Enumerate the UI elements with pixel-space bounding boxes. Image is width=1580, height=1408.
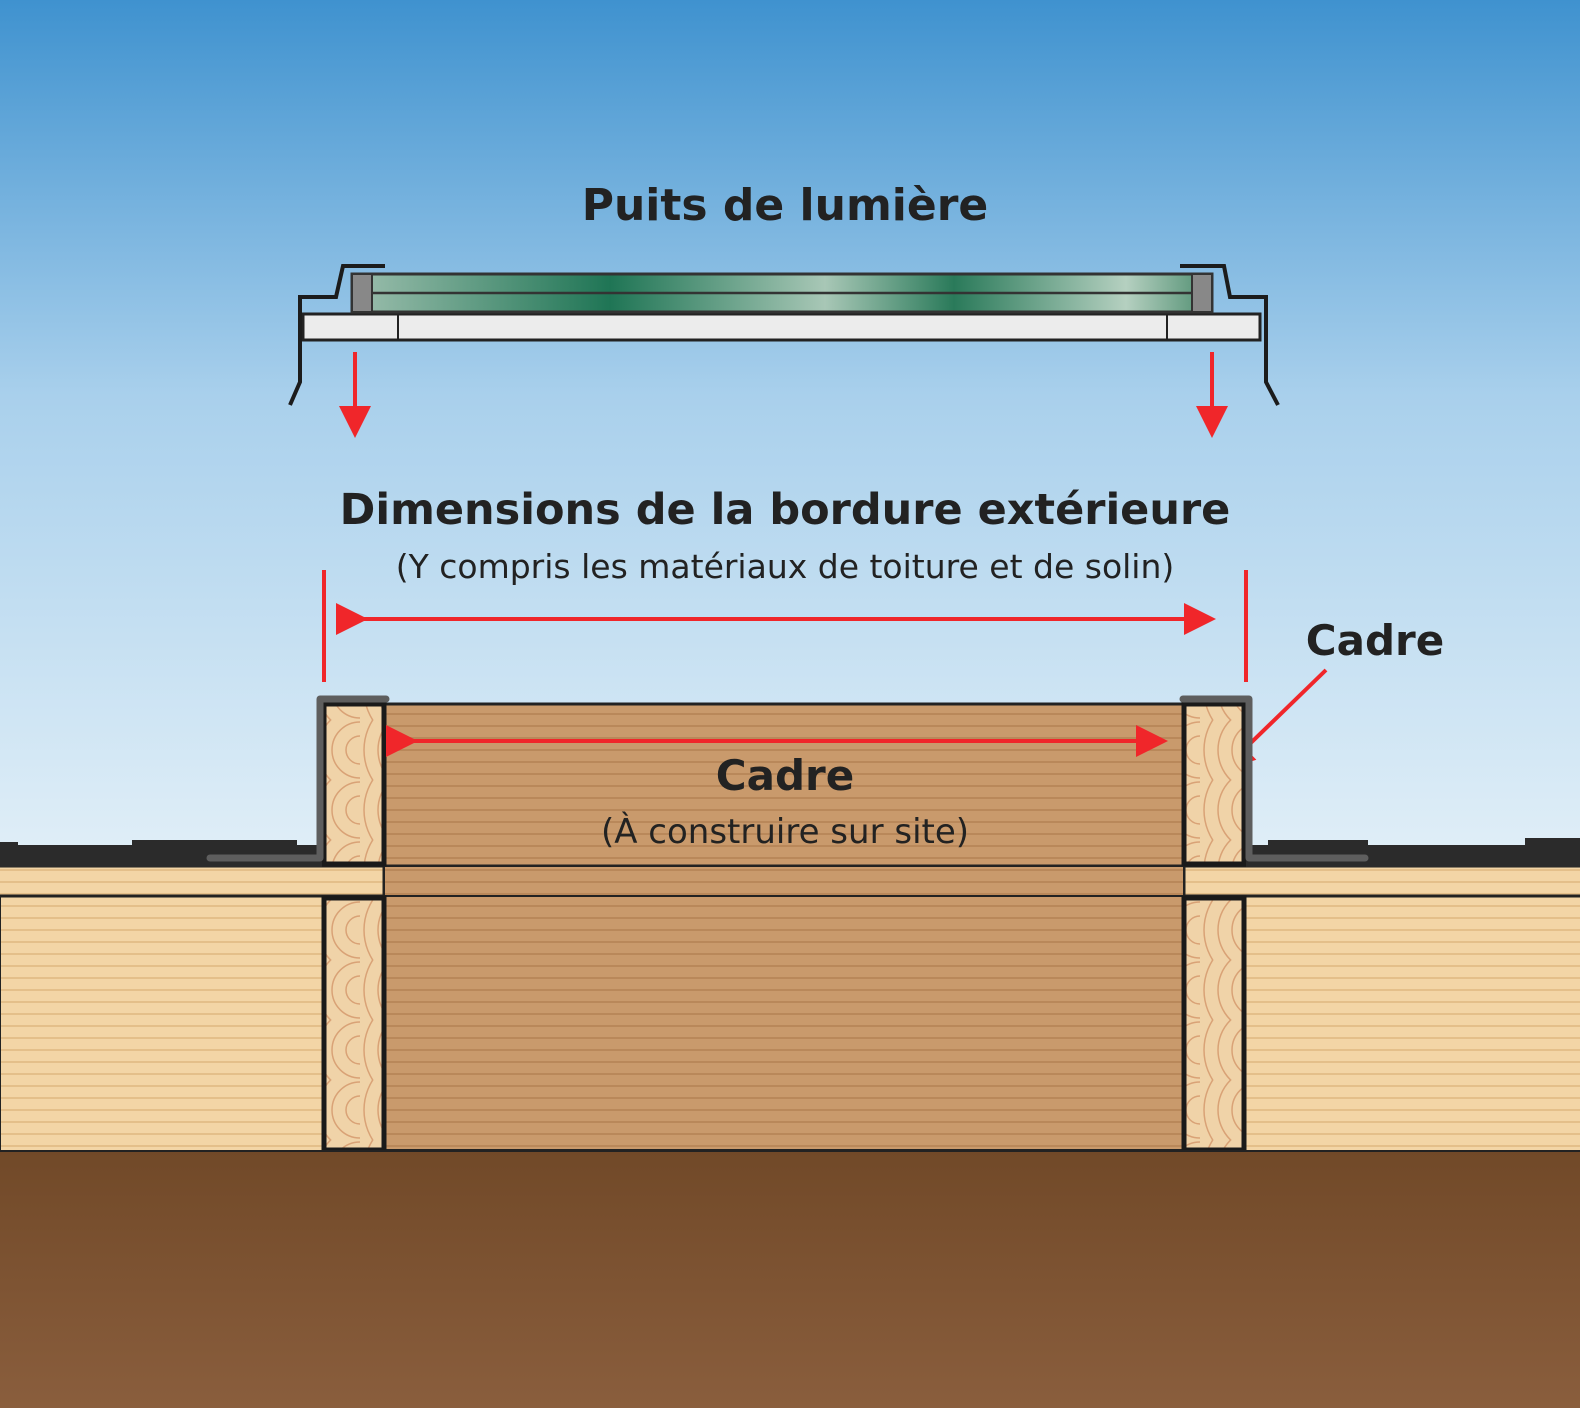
outer-dimension-title: Dimensions de la bordure extérieure: [340, 485, 1231, 535]
frame-center-note: (À construire sur site): [601, 811, 969, 852]
skylight-unit: [288, 264, 1280, 406]
curb-center-deck: [383, 865, 1185, 897]
curb-post-left-lower: [321, 895, 387, 1153]
frame-side-label: Cadre: [1306, 616, 1444, 665]
curb-center-lower: [383, 895, 1185, 1151]
roof-deck-left: [0, 864, 386, 898]
outer-dimension-note: (Y compris les matériaux de toiture et d…: [396, 547, 1175, 586]
curb-post-left-upper: [321, 701, 387, 867]
curb-post-right-upper: [1181, 701, 1247, 867]
curb-post-right-lower: [1181, 895, 1247, 1153]
flashing-right: [1179, 695, 1369, 862]
ground-section: [0, 1151, 1580, 1408]
skylight-title: Puits de lumière: [582, 180, 989, 231]
roof-deck-right: [1182, 864, 1580, 898]
frame-center-label: Cadre: [716, 751, 854, 800]
rafter-left: [0, 895, 325, 1153]
flashing-left: [206, 695, 390, 862]
rafter-right: [1244, 895, 1580, 1153]
